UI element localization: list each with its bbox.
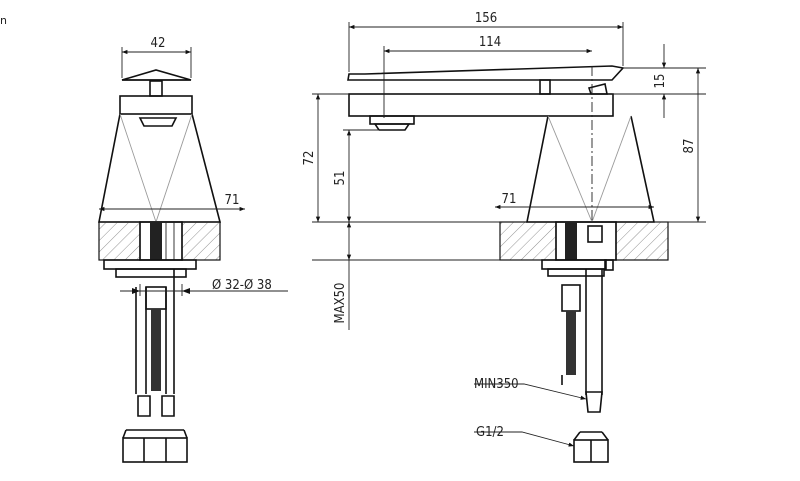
dim-side-body-height: 72 (302, 151, 317, 166)
side-spout (348, 93, 614, 117)
front-rod-nut (145, 286, 167, 310)
side-deck-left (499, 221, 557, 261)
side-rod-nut (561, 284, 581, 312)
front-threaded-rod (151, 309, 161, 391)
side-body (526, 115, 655, 223)
front-body-top (119, 95, 193, 115)
front-mounting-plate (103, 259, 197, 270)
dim-front-base-width: 71 (225, 193, 240, 208)
dim-side-base-width: 71 (502, 192, 517, 207)
front-deck-left (98, 221, 141, 261)
dim-side-total-height: 87 (682, 139, 697, 154)
dim-side-spout-reach: 114 (479, 35, 501, 50)
dim-front-top-width: 42 (151, 36, 166, 51)
dim-max-deck-thickness: MAX50 (333, 283, 348, 324)
side-view (312, 22, 706, 463)
front-aerator (138, 117, 178, 127)
corner-text: n (0, 14, 7, 27)
side-aerator (373, 123, 411, 131)
dim-connection-thread: G1/2 (476, 425, 504, 440)
dim-side-lever-height: 15 (653, 74, 668, 89)
front-view (98, 47, 288, 463)
front-body (98, 113, 222, 223)
side-threaded-rod (566, 311, 576, 375)
side-lever (347, 65, 625, 81)
front-lever-stem (149, 80, 163, 97)
dim-min-hose-length: MIN350 (474, 377, 519, 392)
side-deck-right (615, 221, 669, 261)
side-mounting-plate (541, 259, 607, 270)
dimension-labels: 42 71 Ø 32-Ø 38 156 114 15 87 72 51 71 M… (151, 11, 697, 440)
dim-side-spout-height: 51 (333, 171, 348, 186)
front-lever-cap (121, 69, 192, 81)
front-nut (115, 268, 187, 278)
front-hex-nuts (122, 437, 188, 463)
front-deck-right (181, 221, 221, 261)
dim-side-total-length: 156 (475, 11, 497, 26)
dim-hole-diameter: Ø 32-Ø 38 (212, 278, 272, 293)
